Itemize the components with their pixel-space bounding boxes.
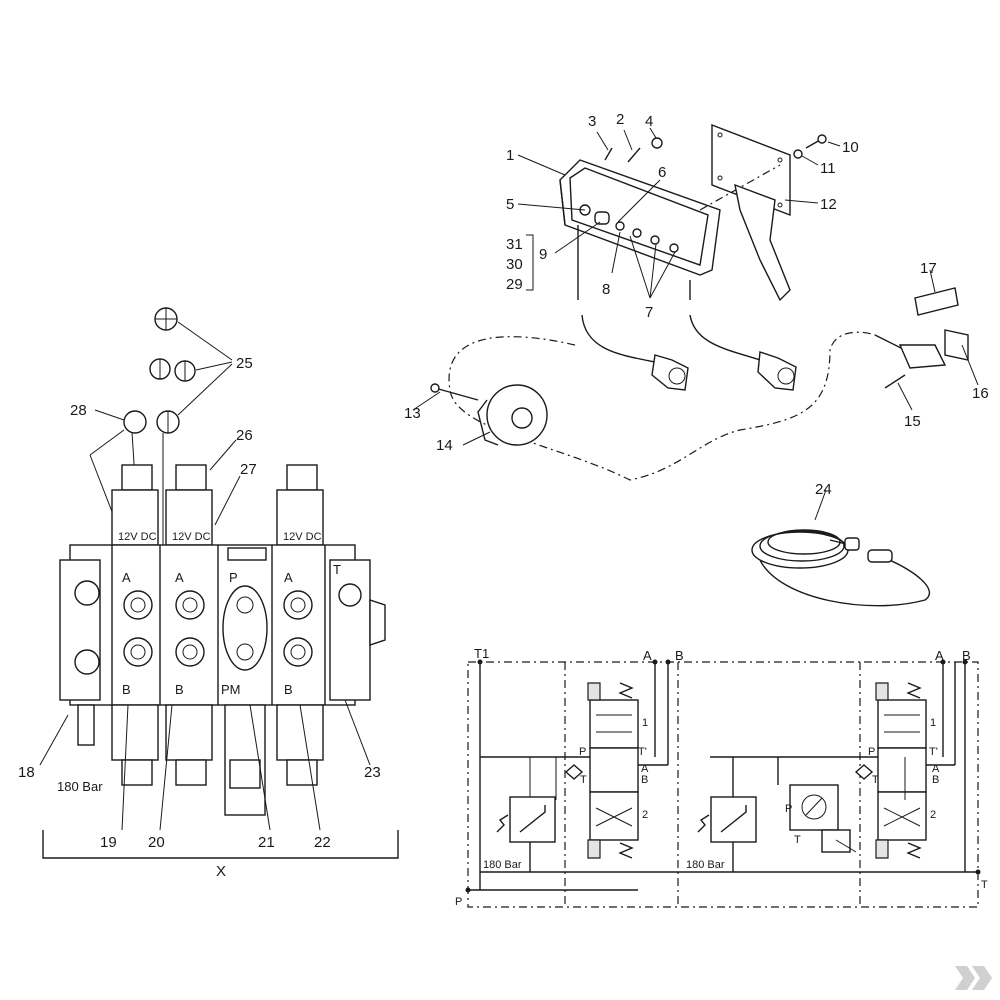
schem-ab-a-right: A — [932, 763, 940, 775]
callout-12: 12 — [820, 196, 837, 213]
callout-20: 20 — [148, 834, 165, 851]
callout-19: 19 — [100, 834, 117, 851]
port-t: T — [333, 562, 341, 577]
schem-a-left: A — [643, 648, 652, 663]
control-box-callouts: 1 2 3 4 5 6 7 8 9 10 11 12 13 14 15 16 1… — [404, 111, 989, 498]
port-a-3: A — [284, 570, 293, 585]
port-a-2: A — [175, 570, 184, 585]
assembly-label: X — [216, 863, 226, 880]
callout-11: 11 — [820, 160, 836, 177]
port-p: P — [229, 570, 238, 585]
callout-29: 29 — [506, 276, 523, 293]
schem-ab-a-left: A — [641, 763, 649, 775]
callout-15: 15 — [904, 413, 921, 430]
hydraulic-schematic: T1 A B A B 1 2 1 2 P T' A B T P T' A B T… — [455, 646, 988, 908]
callout-3: 3 — [588, 113, 596, 130]
valve-block-assembly: 12V DC 12V DC 12V DC A A P A T — [39, 307, 399, 880]
callout-28: 28 — [70, 402, 87, 419]
callout-22: 22 — [314, 834, 331, 851]
port-pm: PM — [221, 682, 241, 697]
valve-block-callouts: 25 26 27 28 18 19 20 21 22 23 — [18, 355, 381, 851]
top-coils: 12V DC 12V DC 12V DC — [111, 464, 324, 546]
coil-label-2: 12V DC — [172, 531, 211, 543]
schem-pos1-left: 1 — [642, 717, 648, 729]
callout-27: 27 — [240, 461, 257, 478]
coil-label-3: 12V DC — [283, 531, 322, 543]
callout-8: 8 — [602, 281, 610, 298]
schem-flow-p: P — [785, 803, 792, 815]
port-b-3: B — [284, 682, 293, 697]
callout-18: 18 — [18, 764, 35, 781]
callout-2: 2 — [616, 111, 624, 128]
schem-t1: T1 — [474, 646, 489, 661]
schem-t-right: T — [872, 774, 879, 786]
callout-26: 26 — [236, 427, 253, 444]
coil-label-1: 12V DC — [118, 531, 157, 543]
schem-p-right: P — [868, 746, 875, 758]
callout-10: 10 — [842, 139, 859, 156]
schem-p-left: P — [579, 746, 586, 758]
callout-17: 17 — [920, 260, 937, 277]
callout-13: 13 — [404, 405, 421, 422]
callout-31: 31 — [506, 236, 523, 253]
schem-pos2-left: 2 — [642, 809, 648, 821]
callout-23: 23 — [364, 764, 381, 781]
callout-5: 5 — [506, 196, 514, 213]
pressure-label: 180 Bar — [57, 779, 103, 794]
callout-7: 7 — [645, 304, 653, 321]
schem-flow-t: T — [794, 834, 801, 846]
control-box-assembly — [412, 123, 979, 607]
port-b-1: B — [122, 682, 131, 697]
callout-6: 6 — [658, 164, 666, 181]
bottom-coils — [111, 704, 324, 816]
callout-4: 4 — [645, 113, 653, 130]
callout-1: 1 — [506, 147, 514, 164]
schem-relief-right: 180 Bar — [686, 859, 725, 871]
schem-tp-left: T' — [638, 746, 647, 758]
schem-t-left: T — [580, 774, 587, 786]
schem-pos1-right: 1 — [930, 717, 936, 729]
callout-21: 21 — [258, 834, 275, 851]
callout-9: 9 — [539, 246, 547, 263]
callout-14: 14 — [436, 437, 453, 454]
brand-watermark-icon — [955, 966, 992, 990]
port-a-1: A — [122, 570, 131, 585]
schem-ab-b-right: B — [932, 774, 939, 786]
callout-16: 16 — [972, 385, 989, 402]
schem-b-left: B — [675, 648, 684, 663]
schem-ab-b-left: B — [641, 774, 648, 786]
schem-tp-right: T' — [929, 746, 938, 758]
schem-t-bottom: T — [981, 879, 988, 891]
schem-b-right: B — [962, 648, 971, 663]
callout-25: 25 — [236, 355, 253, 372]
schem-relief-left: 180 Bar — [483, 859, 522, 871]
schem-a-right: A — [935, 648, 944, 663]
schem-p-bottom: P — [455, 896, 462, 908]
port-b-2: B — [175, 682, 184, 697]
callout-24: 24 — [815, 481, 832, 498]
callout-30: 30 — [506, 256, 523, 273]
schem-pos2-right: 2 — [930, 809, 936, 821]
